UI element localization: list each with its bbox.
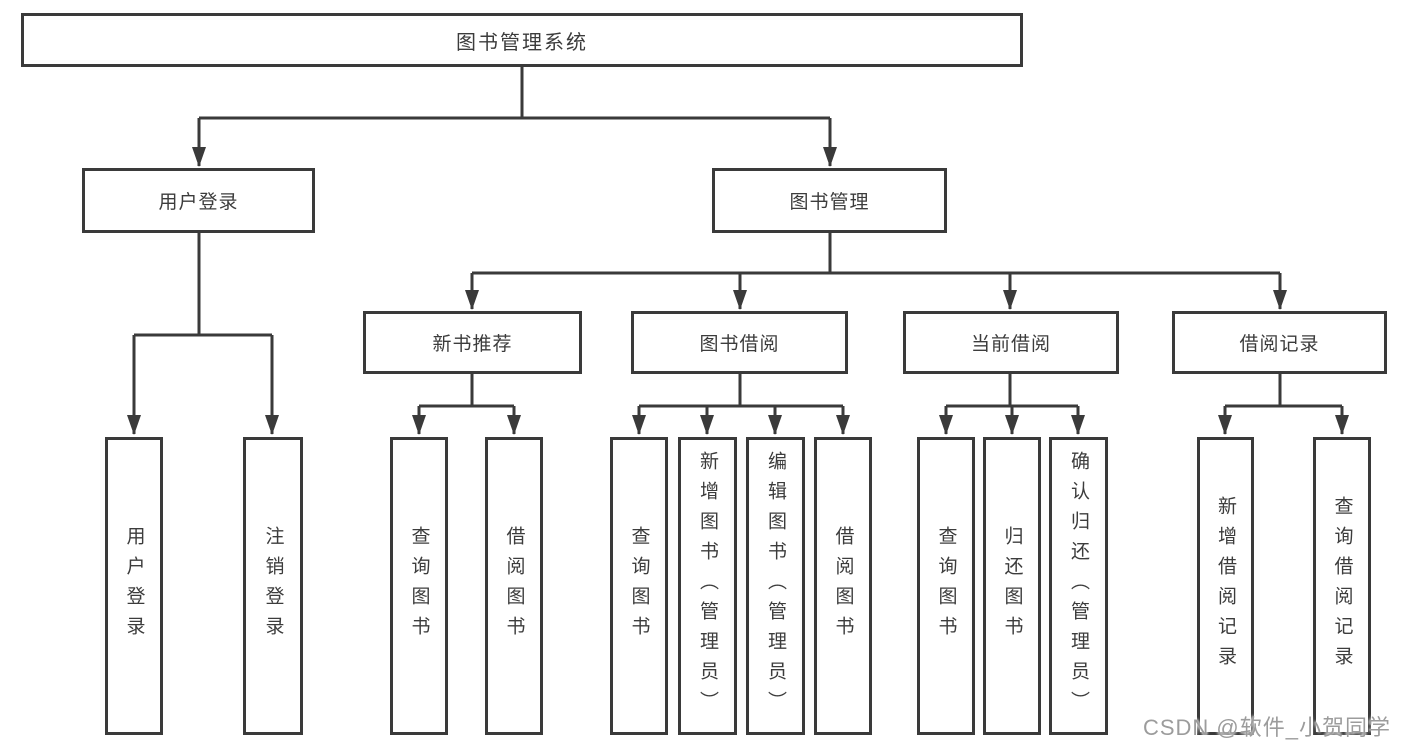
leaf-borrow-borrow-books: 借阅图书 bbox=[814, 437, 872, 735]
csdn-watermark: CSDN @软件_小贺同学 bbox=[1142, 715, 1391, 740]
leaf-borrow-add-books-admin: 新增图书（管理员） bbox=[678, 437, 737, 735]
node-current-borrow: 当前借阅 bbox=[903, 311, 1119, 374]
leaf-recommend-query-books: 查询图书 bbox=[390, 437, 448, 735]
leaf-borrow-query-books: 查询图书 bbox=[610, 437, 668, 735]
node-book-management: 图书管理 bbox=[712, 168, 947, 233]
leaf-borrow-edit-books-admin: 编辑图书（管理员） bbox=[746, 437, 805, 735]
node-root-system: 图书管理系统 bbox=[21, 13, 1023, 67]
node-new-book-recommend: 新书推荐 bbox=[363, 311, 582, 374]
node-book-borrow: 图书借阅 bbox=[631, 311, 848, 374]
leaf-logout: 注销登录 bbox=[243, 437, 303, 735]
node-borrow-records: 借阅记录 bbox=[1172, 311, 1387, 374]
leaf-user-login: 用户登录 bbox=[105, 437, 163, 735]
leaf-records-query-record: 查询借阅记录 bbox=[1313, 437, 1371, 735]
leaf-recommend-borrow-books: 借阅图书 bbox=[485, 437, 543, 735]
leaf-records-add-record: 新增借阅记录 bbox=[1197, 437, 1254, 735]
leaf-current-confirm-return-admin: 确认归还（管理员） bbox=[1049, 437, 1108, 735]
node-user-login: 用户登录 bbox=[82, 168, 315, 233]
leaf-current-return-books: 归还图书 bbox=[983, 437, 1041, 735]
leaf-current-query-books: 查询图书 bbox=[917, 437, 975, 735]
